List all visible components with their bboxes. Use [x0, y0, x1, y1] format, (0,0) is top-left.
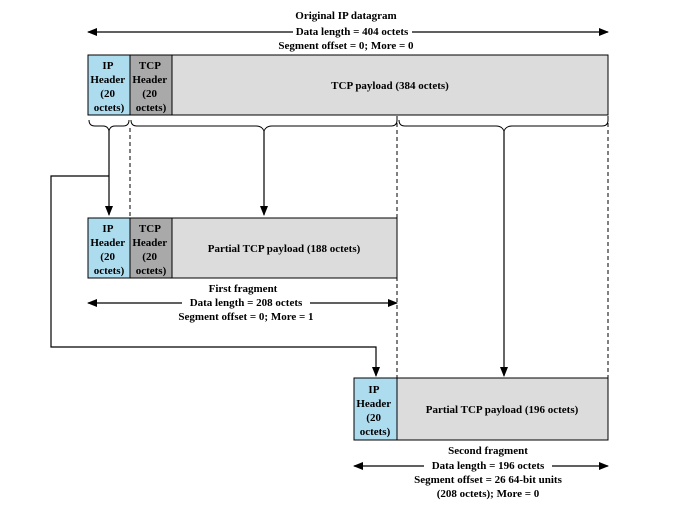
first-fragment: IP Header (20 octets) TCP Header (20 oct… [87, 217, 398, 279]
brace-remaining-payload [398, 119, 609, 133]
mapping-arrows [50, 131, 508, 377]
second-payload-box [396, 377, 609, 441]
first-payload-box [171, 217, 398, 279]
first-offset: Segment offset = 0; More = 1 [178, 311, 313, 323]
first-title: First fragment [209, 283, 278, 295]
second-payload-label: Partial TCP payload (196 octets) [426, 404, 579, 416]
original-ip-header-label: IP Header (20 octets) [90, 60, 127, 114]
original-ip-header-box [87, 54, 131, 116]
original-payload-box [171, 54, 609, 116]
original-offset: Segment offset = 0; More = 0 [278, 40, 414, 52]
original-datagram: IP Header (20 octets) TCP Header (20 oct… [87, 54, 609, 116]
second-ip-header-label: IP Header (20 octets) [356, 384, 393, 438]
original-tcp-header-box [129, 54, 173, 116]
second-offset-octets: (208 octets); More = 0 [437, 488, 540, 500]
first-payload-label: Partial TCP payload (188 octets) [208, 243, 361, 255]
original-tcp-header-label: TCP Header (20 octets) [132, 60, 169, 114]
original-braces [88, 119, 609, 133]
original-title: Original IP datagram [295, 10, 396, 22]
original-payload-label: TCP payload (384 octets) [331, 80, 449, 92]
second-data-length: Data length = 196 octets [432, 460, 545, 472]
second-ip-header-box [353, 377, 398, 441]
original-data-length: Data length = 404 octets [296, 26, 409, 38]
first-tcp-header-box [129, 217, 173, 279]
second-fragment: IP Header (20 octets) Partial TCP payloa… [353, 377, 609, 441]
brace-ip-header [88, 119, 130, 132]
second-title: Second fragment [448, 445, 528, 457]
arrow-ip-header-to-second [50, 175, 380, 377]
first-tcp-header-label: TCP Header (20 octets) [132, 223, 169, 277]
brace-tcp-data [130, 119, 398, 133]
second-offset: Segment offset = 26 64-bit units [414, 474, 562, 486]
dashed-guides [129, 116, 609, 378]
first-ip-header-label: IP Header (20 octets) [90, 223, 127, 277]
original-caption: Original IP datagram Data length = 404 o… [87, 10, 609, 52]
first-caption: First fragment Data length = 208 octets … [87, 283, 398, 323]
first-data-length: Data length = 208 octets [190, 297, 303, 309]
second-caption: Second fragment Data length = 196 octets… [353, 445, 609, 500]
